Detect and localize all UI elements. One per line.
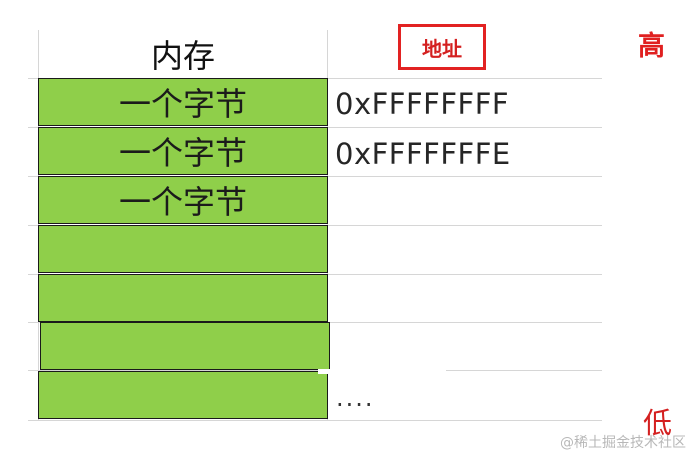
memory-cell xyxy=(38,274,328,322)
memory-cell: 一个字节 xyxy=(38,176,328,224)
address-ellipsis: .... xyxy=(336,384,375,412)
address-column-header: 地址 xyxy=(398,24,486,70)
high-address-label: 高 xyxy=(638,31,665,62)
memory-cell: 一个字节 xyxy=(38,127,328,175)
address-cell: 0xFFFFFFFE xyxy=(335,137,511,171)
watermark: @稀土掘金技术社区 xyxy=(560,435,686,451)
low-address-label: 低 xyxy=(643,406,673,440)
memory-cell xyxy=(40,322,330,370)
memory-cell xyxy=(38,371,328,419)
grid-line xyxy=(28,420,602,421)
grid-gap xyxy=(318,369,446,374)
memory-cell xyxy=(38,225,328,273)
memory-column-header: 内存 xyxy=(150,37,215,75)
grid-line xyxy=(28,370,602,371)
address-cell: 0xFFFFFFFF xyxy=(335,87,510,121)
memory-cell: 一个字节 xyxy=(38,78,328,126)
